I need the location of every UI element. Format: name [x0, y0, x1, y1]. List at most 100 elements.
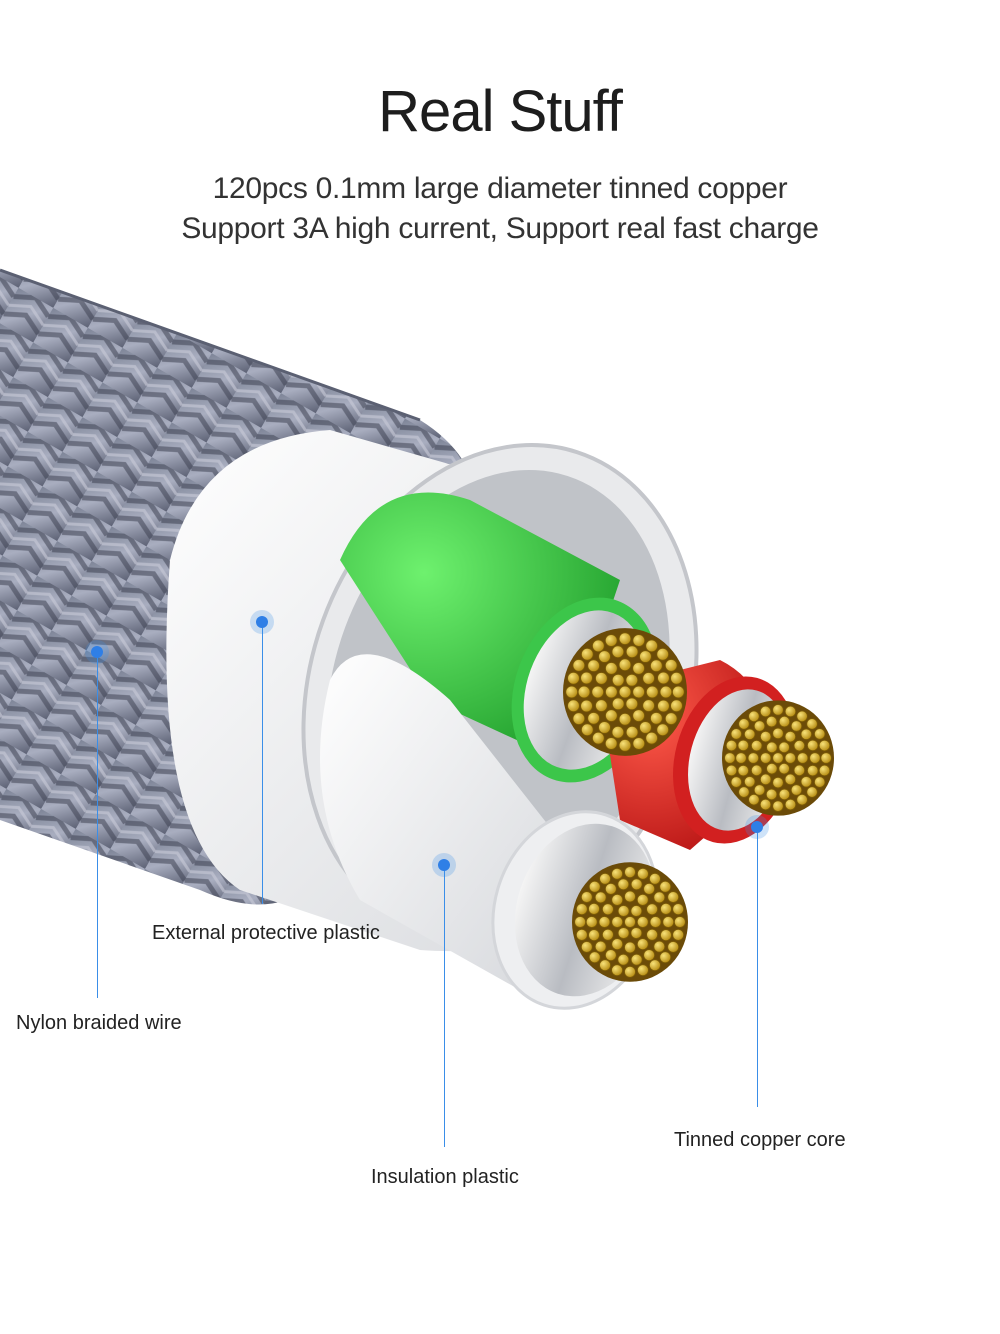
copper-strand	[793, 764, 806, 777]
copper-strand	[645, 685, 659, 699]
copper-strand	[624, 866, 636, 879]
copper-strand	[646, 928, 659, 941]
callout-dot-copper-core	[745, 815, 769, 839]
copper-strand	[653, 891, 666, 904]
copper-strand	[659, 685, 673, 699]
copper-strand	[748, 710, 760, 723]
copper-strand	[793, 739, 806, 752]
copper-strand	[807, 764, 819, 777]
copper-strand	[664, 659, 678, 672]
copper-strand	[772, 776, 784, 789]
copper-strand	[624, 916, 636, 928]
copper-strand	[632, 737, 646, 750]
copper-strand	[642, 672, 655, 685]
copper-strand	[636, 867, 649, 880]
copper-strand	[790, 720, 803, 732]
copper-strand	[630, 905, 643, 917]
copper-strand	[577, 685, 591, 699]
copper-strand	[611, 726, 625, 739]
copper-strand	[588, 880, 601, 893]
copper-strand	[604, 737, 618, 750]
copper-strand	[759, 773, 772, 786]
copper-strand	[737, 764, 749, 777]
copper-strand	[585, 916, 598, 928]
copper-strand	[747, 752, 760, 764]
callout-line-copper-core	[757, 827, 758, 1107]
copper-strand	[657, 671, 670, 685]
copper-strand	[624, 965, 636, 978]
copper-strand	[748, 793, 760, 806]
copper-strand	[738, 718, 750, 730]
copper-strand	[813, 728, 826, 740]
copper-strand	[765, 715, 778, 728]
copper-strand	[611, 673, 625, 687]
copper-strand	[591, 685, 605, 699]
copper-strand	[617, 878, 630, 891]
copper-strand	[670, 699, 683, 713]
page-title: Real Stuff	[378, 79, 623, 144]
copper-strand	[645, 639, 658, 653]
copper-strand	[660, 902, 672, 915]
copper-strand	[784, 798, 797, 811]
copper-strand	[800, 728, 813, 740]
copper-strand	[618, 739, 632, 752]
copper-strand	[662, 916, 675, 928]
copper-strand	[750, 764, 763, 777]
copper-strand	[653, 940, 666, 953]
copper-strand	[796, 793, 808, 806]
copper-strand	[632, 685, 645, 699]
copper-strand	[784, 752, 797, 764]
copper-strand	[725, 764, 738, 777]
copper-strand	[772, 704, 784, 716]
copper-strand	[567, 671, 580, 685]
copper-strand	[611, 645, 625, 658]
copper-strand	[672, 903, 685, 916]
copper-strand	[660, 929, 672, 942]
copper-strand	[673, 916, 686, 928]
copper-strand	[567, 699, 580, 713]
copper-strand	[618, 712, 632, 726]
copper-strand	[772, 800, 784, 812]
copper-strand	[796, 710, 808, 723]
copper-strand	[617, 927, 630, 939]
copper-strand	[632, 662, 645, 675]
copper-strand	[796, 752, 809, 764]
copper-strand	[565, 685, 578, 699]
copper-strand	[806, 786, 818, 798]
copper-strand	[580, 941, 593, 953]
copper-strand	[750, 739, 763, 752]
copper-strand	[643, 882, 656, 895]
copper-strand	[594, 891, 607, 904]
copper-strand	[618, 685, 632, 699]
copper-strand	[667, 941, 680, 953]
copper-strand	[643, 949, 656, 962]
copper-strand	[587, 712, 600, 725]
copper-strand	[592, 639, 605, 653]
callout-line-nylon	[97, 652, 98, 998]
label-nylon-braided-wire: Nylon braided wire	[16, 1012, 182, 1034]
copper-strand	[605, 709, 618, 722]
copper-strand	[645, 731, 658, 745]
callout-line-insulation	[444, 865, 445, 1147]
copper-strand	[599, 959, 611, 972]
copper-strand	[580, 699, 593, 713]
copper-strand	[598, 721, 611, 734]
copper-strand	[766, 741, 778, 754]
copper-strand	[649, 916, 662, 928]
copper-strand	[670, 671, 683, 685]
copper-strand	[730, 776, 743, 788]
copper-strand	[818, 739, 831, 752]
copper-strand	[618, 658, 632, 672]
copper-strand	[772, 727, 784, 740]
copper-strand	[630, 878, 643, 891]
copper-strand	[659, 951, 672, 964]
copper-strand	[574, 916, 587, 928]
copper-strand	[778, 715, 791, 728]
callout-line-external	[262, 622, 263, 904]
copper-strand	[572, 712, 586, 725]
copper-strand	[806, 718, 818, 730]
copper-strand	[784, 730, 797, 743]
copper-strand	[624, 941, 636, 954]
copper-strand	[649, 872, 661, 885]
copper-strand	[601, 903, 614, 916]
